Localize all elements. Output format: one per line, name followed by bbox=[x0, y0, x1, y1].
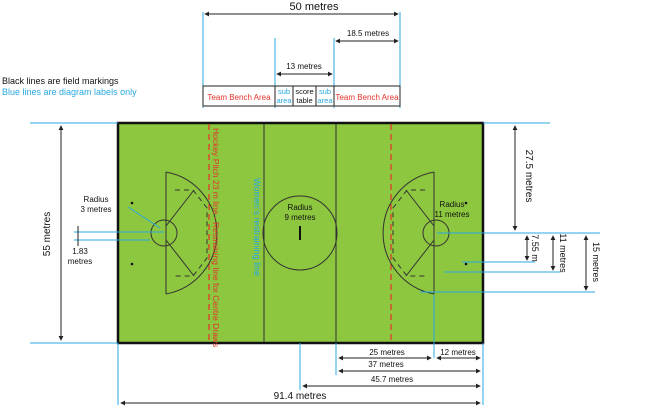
d25-label: 25 metres bbox=[369, 348, 405, 357]
left-crease-unit: metres bbox=[68, 257, 92, 266]
womens-line-label: Women's restraining line bbox=[252, 178, 262, 276]
sub-area-1-bottom: area bbox=[276, 96, 292, 105]
right-radius-label: Radius bbox=[440, 200, 465, 209]
left-radius-value: 3 metres bbox=[80, 205, 111, 214]
field: Hockey Pitch 23 m line - Restraining lin… bbox=[116, 121, 485, 347]
left-crease-label: 1.83 bbox=[72, 247, 88, 256]
score-table-top: score bbox=[295, 87, 313, 96]
bench-area: 50 metres 18.5 metres 13 metres Team Ben… bbox=[202, 1, 401, 108]
right-radius-value: 11 metres bbox=[435, 210, 470, 219]
diagram-label-lines bbox=[30, 122, 600, 405]
length-label: 91.4 metres bbox=[274, 391, 327, 402]
d457-label: 45.7 metres bbox=[371, 375, 413, 384]
d37-label: 37 metres bbox=[368, 360, 404, 369]
d11-label: 11 metres bbox=[558, 233, 568, 273]
left-8m-arc bbox=[175, 189, 208, 277]
left-fan-arc bbox=[165, 171, 218, 295]
left-bench-label: Team Bench Area bbox=[207, 93, 271, 102]
bench-half-label: 18.5 metres bbox=[347, 29, 389, 38]
sub-area-2-top: sub bbox=[319, 87, 331, 96]
d15-label: 15 metres bbox=[591, 242, 601, 283]
centre-radius-label: Radius bbox=[288, 203, 313, 212]
legend-blue-text: Blue lines are diagram labels only bbox=[2, 87, 137, 97]
bench-width-label: 50 metres bbox=[290, 1, 339, 13]
table-width-label: 13 metres bbox=[286, 62, 322, 71]
left-radius-label: Radius bbox=[84, 195, 109, 204]
sub-area-2-bottom: area bbox=[317, 96, 333, 105]
centre-circle bbox=[262, 195, 338, 271]
d755-label: 7.55 m bbox=[530, 234, 540, 262]
centre-radius-value: 9 metres bbox=[284, 213, 315, 222]
legend-black-text: Black lines are field markings bbox=[2, 76, 119, 86]
dimension-arrows bbox=[58, 125, 589, 406]
right-fan-arc bbox=[382, 171, 435, 295]
sub-area-1-top: sub bbox=[278, 87, 290, 96]
field-width-label: 55 metres bbox=[42, 212, 53, 256]
right-bench-label: Team Bench Area bbox=[335, 93, 399, 102]
hockey-line-label: Hockey Pitch 23 m line - Restraining lin… bbox=[211, 128, 221, 347]
d12-label: 12 metres bbox=[440, 348, 476, 357]
half-width-label: 27.5 metres bbox=[523, 150, 534, 203]
right-8m-arc bbox=[392, 189, 425, 277]
left-goal-crease bbox=[150, 219, 178, 247]
score-table-bottom: table bbox=[296, 96, 312, 105]
